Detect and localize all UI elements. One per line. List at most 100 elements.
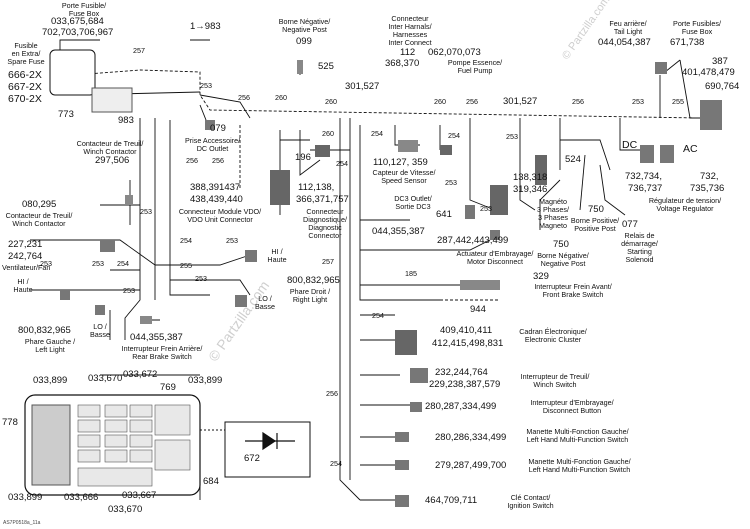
winch-switch-label: Interrupteur de Treuil/Winch Switch: [520, 372, 590, 389]
disconnect-button-icon: [410, 402, 422, 412]
speed-sensor-icon: [440, 145, 452, 155]
fuse-box-refs: 033,675,684: [51, 16, 104, 27]
ref-110: 110,127, 359: [373, 157, 428, 168]
wire-label: 253: [40, 259, 52, 268]
ref-735: 735,736: [690, 183, 725, 194]
left-light-label: Phare Gauche /Left Light: [24, 337, 76, 354]
ref-736: 736,737: [628, 183, 663, 194]
ref-079: 079: [210, 123, 226, 134]
wire-label: 254: [372, 311, 384, 320]
wire-label: 256: [572, 97, 584, 106]
ref-301b: 301,527: [503, 96, 538, 107]
positive-post-label: Borne Positive/Positive Post: [570, 216, 620, 233]
ref-287: 287,442,443,499: [437, 235, 509, 246]
rear-fuse-box-icon: [700, 100, 722, 130]
wire-label: 253: [506, 132, 518, 141]
rear-brake-switch-icon: [140, 316, 152, 324]
ref-242: 242,764: [8, 251, 43, 262]
ref-401: 401,478,479: [682, 67, 735, 78]
vdo-connector-icon: [270, 170, 290, 205]
wire-label: 254: [371, 129, 383, 138]
regulator-label: Régulateur de tension/Voltage Regulator: [648, 196, 722, 213]
disconnect-button-label: Interrupteur d'Embrayage/Disconnect Butt…: [530, 398, 614, 415]
ref-033h: 033,670: [108, 504, 143, 515]
right-light-hi-icon: [245, 250, 257, 262]
ref-319: 319,346: [513, 184, 548, 195]
ref-062: 062,070,073: [428, 47, 481, 58]
fuse-label-tag: [91, 87, 133, 113]
wire-label: 254: [180, 236, 192, 245]
fan-label: Ventilateur/Fan: [2, 263, 51, 272]
ref-641: 641: [436, 209, 452, 220]
ref-044b: 044,355,387: [372, 226, 425, 237]
wire-label: 260: [434, 97, 446, 106]
ref-280a: 280,287,334,499: [425, 401, 497, 412]
front-brake-label: Interrupteur Frein Avant/Front Brake Swi…: [534, 282, 612, 299]
ignition-switch-icon: [395, 495, 409, 507]
ref-464: 464,709,711: [425, 495, 478, 506]
dc3-outlet-icon: [465, 205, 475, 219]
wire-label: 253: [195, 274, 207, 283]
ref-671: 671,738: [670, 37, 705, 48]
cluster-label: Cadran Électronique/Electronic Cluster: [519, 327, 587, 344]
wire-label: 256: [212, 156, 224, 165]
right-light-lo-icon: [235, 295, 247, 307]
right-hi-label: HI /Haute: [267, 247, 287, 264]
ref-080: 080,295: [22, 199, 57, 210]
ref-033c: 033,672: [123, 369, 158, 380]
ref-112: 112: [400, 47, 416, 58]
spare-ref: 670-2X: [8, 93, 42, 105]
fuse-box-left: [49, 49, 96, 96]
ref-732a: 732,734,: [625, 171, 662, 182]
ref-329: 329: [533, 271, 549, 282]
negative-post-label: Borne Négative/Negative Post: [278, 17, 331, 34]
ref-033d: 033,899: [188, 375, 223, 386]
electronic-cluster-icon: [395, 330, 417, 355]
vdo-connector-label: Connecteur Module VDO/VDO Unit Connector: [178, 207, 262, 224]
ref-438: 438,439,440: [190, 194, 243, 205]
ref-279: 279,287,499,700: [435, 460, 507, 471]
wire-label: 260: [325, 97, 337, 106]
wire-label: 254: [330, 459, 342, 468]
wire-label: 260: [322, 129, 334, 138]
lh-switch-2-label: Manette Multi-Fonction Gauche/Left Hand …: [528, 457, 631, 474]
ref-388: 388,391437: [190, 182, 241, 193]
inter-connect-icon: [398, 140, 418, 152]
regulator-dc-label: DC: [622, 139, 638, 151]
ref-732b: 732,: [700, 171, 719, 182]
ref-769: 769: [160, 382, 176, 393]
regulator-ac-label: AC: [683, 143, 698, 155]
left-light-hi-icon: [60, 290, 70, 300]
ref-368: 368,370: [385, 58, 420, 69]
magneto-icon: [535, 155, 547, 185]
winch-contactor-icon: [125, 195, 133, 205]
ref-033b: 033,670: [88, 373, 123, 384]
right-lo-label: LO /Basse: [255, 294, 275, 311]
wire-label: 253: [200, 81, 212, 90]
ref-800b: 800,832,965: [18, 325, 71, 336]
left-lo-label: LO /Basse: [90, 322, 110, 339]
ref-077: 077: [622, 219, 638, 230]
fuse-box-refs-2: 702,703,706,967: [42, 27, 114, 38]
ref-366: 366,371,757: [296, 194, 349, 205]
wire-label: 257: [322, 257, 334, 266]
ref-524: 524: [565, 154, 581, 165]
wire-label: 253: [632, 97, 644, 106]
ref-280b: 280,286,334,499: [435, 432, 507, 443]
ref-112b: 112,138,: [298, 182, 335, 193]
negative-post-icon: [297, 60, 303, 74]
ignition-switch-label: Clé Contact/Ignition Switch: [507, 493, 554, 510]
wire-label: 254: [117, 259, 129, 268]
ref-196: 196: [295, 152, 311, 163]
tail-light-icon: [655, 62, 667, 74]
ref-232: 232,244,764: [435, 367, 488, 378]
wire-label: 253: [480, 204, 492, 213]
wire-label: 185: [405, 269, 417, 278]
regulator-dc-icon: [640, 145, 654, 163]
wire-label: 260: [275, 93, 287, 102]
ref-944: 944: [470, 304, 486, 315]
